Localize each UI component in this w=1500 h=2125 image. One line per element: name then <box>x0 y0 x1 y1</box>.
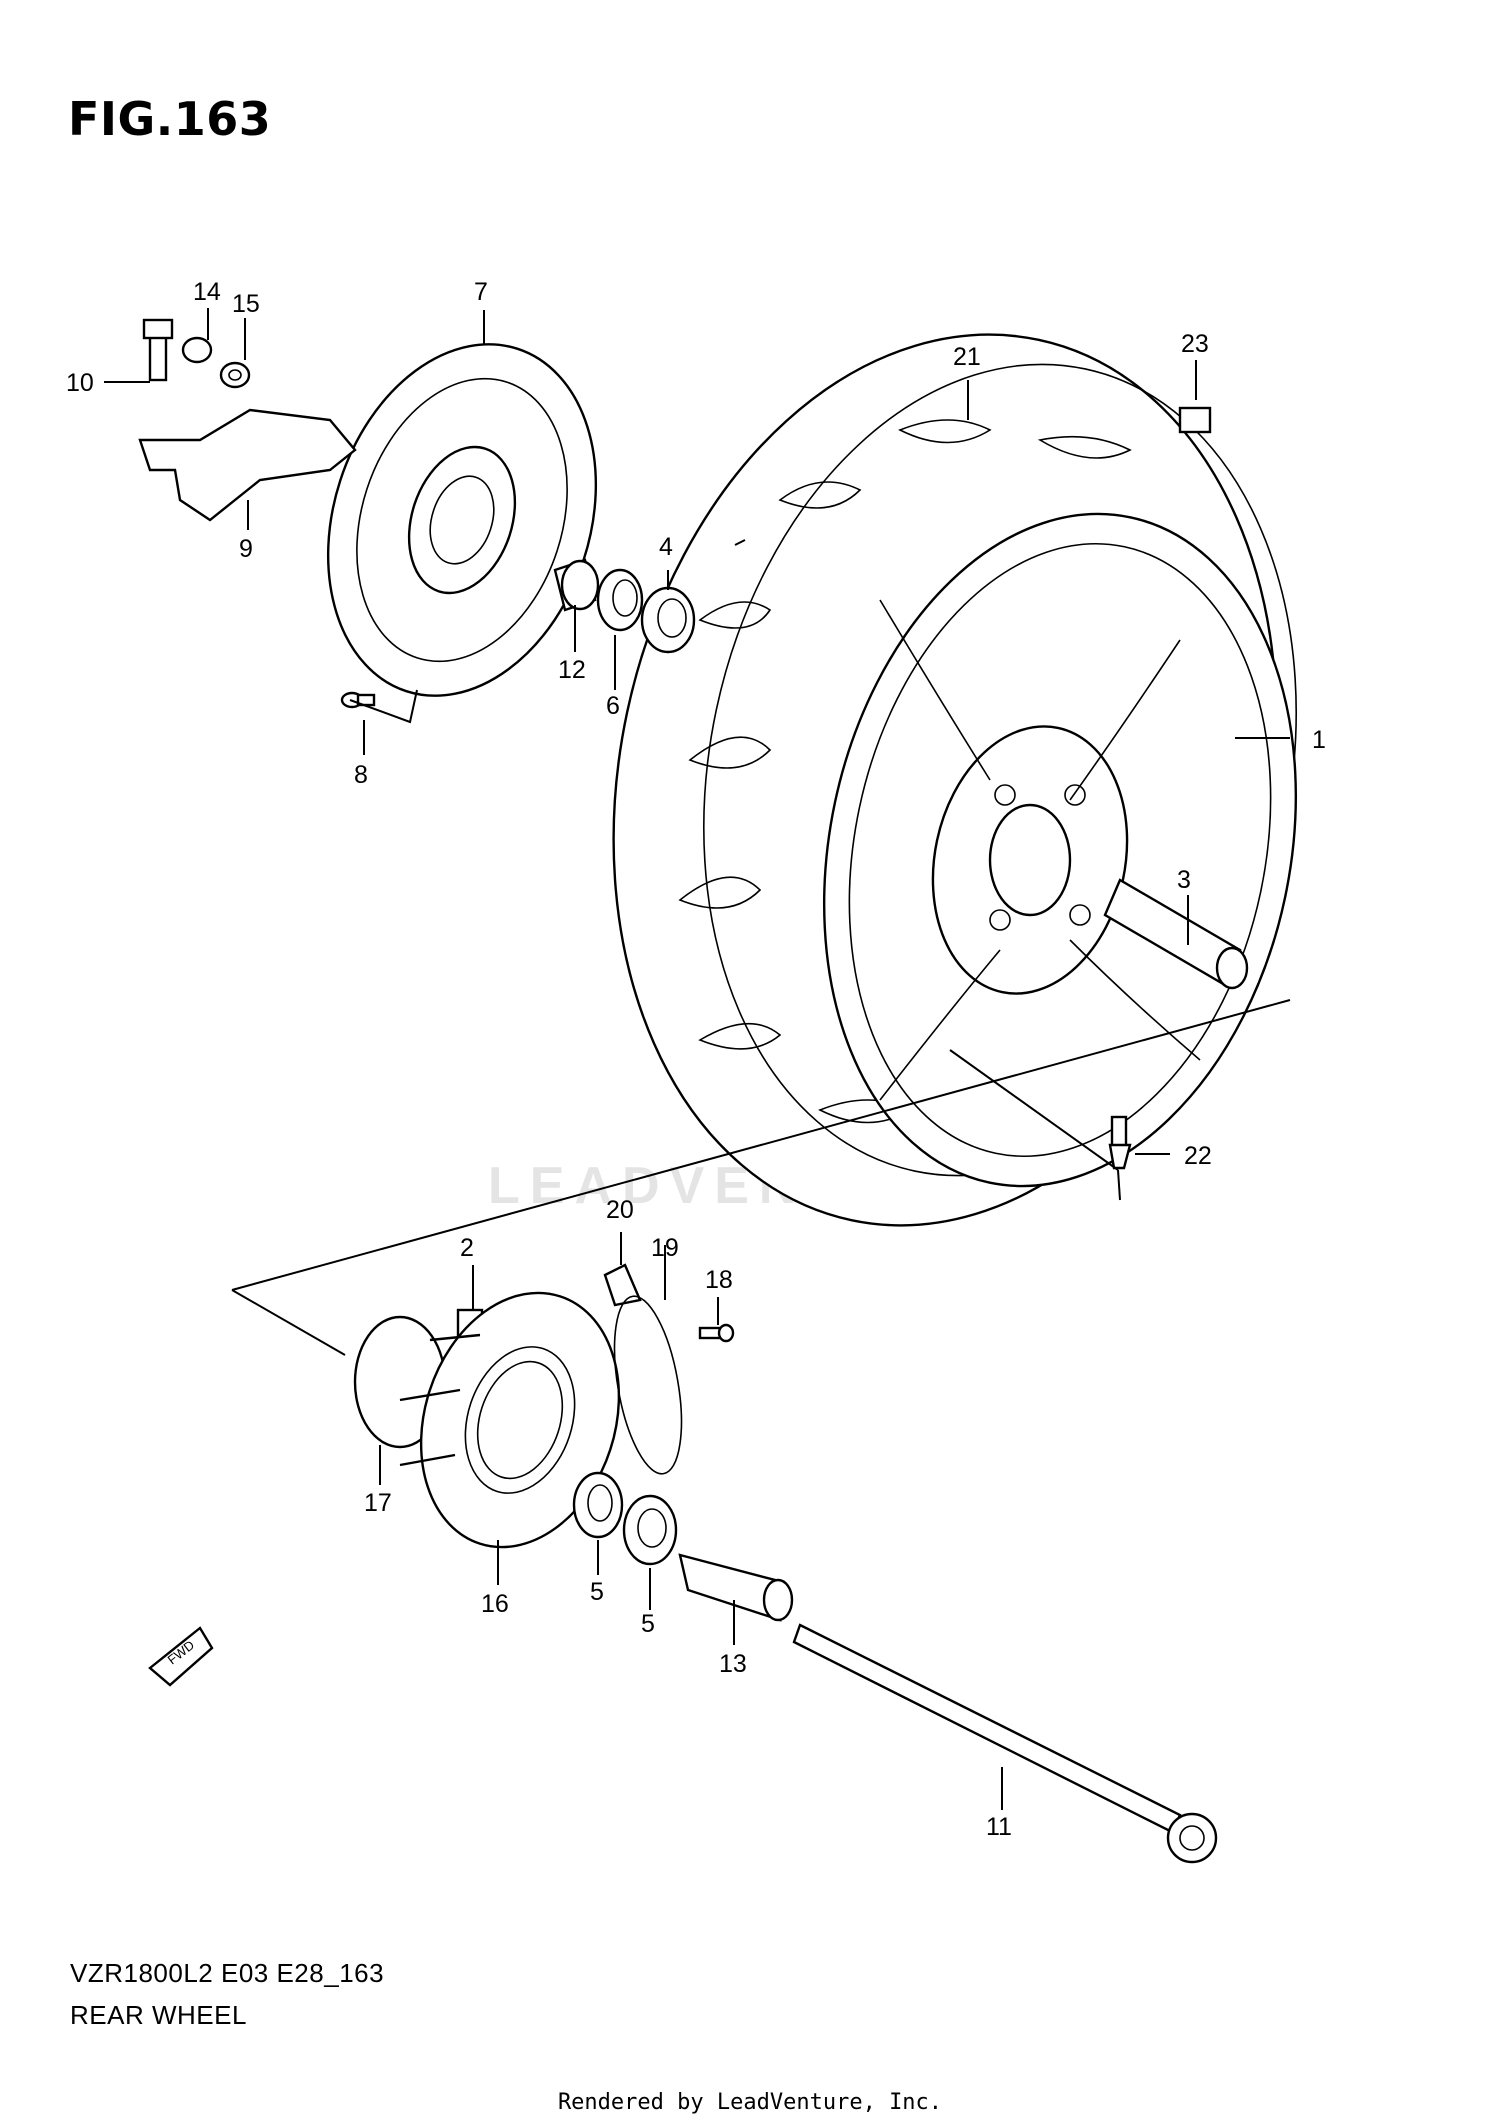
callout-23: 23 <box>1181 330 1209 358</box>
oil-seal-part-6[interactable] <box>596 568 644 632</box>
callout-leaders <box>104 308 1290 1810</box>
fwd-direction-arrow: FWD <box>148 1626 214 1687</box>
callout-12: 12 <box>558 656 586 684</box>
caliper-bracket-part-9[interactable] <box>138 408 357 522</box>
spacer-part-12[interactable] <box>553 558 600 612</box>
rear-wheel-part-1[interactable] <box>764 470 1355 1231</box>
callout-16: 16 <box>481 1590 509 1618</box>
callout-4: 4 <box>659 533 673 561</box>
stopper-plate-part-20[interactable] <box>603 1263 642 1307</box>
collar-part-3[interactable] <box>1103 878 1249 990</box>
bolt-part-10[interactable] <box>142 318 174 382</box>
diagram-caption: REAR WHEEL <box>70 2000 247 2030</box>
assembly-boundary-lines <box>231 539 1291 1356</box>
callout-15: 15 <box>232 290 260 318</box>
callout-8: 8 <box>354 761 368 789</box>
callout-14: 14 <box>193 278 221 306</box>
model-code: VZR1800L2 E03 E28_163 <box>70 1958 385 1988</box>
brake-disc-part-7[interactable] <box>285 309 640 730</box>
render-credit: Rendered by LeadVenture, Inc. <box>557 2090 943 2115</box>
callout-17: 17 <box>364 1489 392 1517</box>
figure-title: FIG.163 <box>68 92 272 146</box>
callout-3: 3 <box>1177 866 1191 894</box>
callout-7: 7 <box>474 278 488 306</box>
valve-part-22[interactable] <box>1108 1115 1132 1170</box>
callout-5-a: 5 <box>590 1578 604 1606</box>
nut-part-14[interactable] <box>181 336 213 364</box>
callout-9: 9 <box>239 535 253 563</box>
callout-22: 22 <box>1184 1142 1212 1170</box>
balancer-part-23[interactable] <box>1178 406 1212 434</box>
callout-5-b: 5 <box>641 1610 655 1638</box>
washer-part-15[interactable] <box>219 361 251 389</box>
axle-part-11[interactable] <box>792 1623 1218 1864</box>
callout-labels: 1 2 3 4 5 5 6 7 8 9 10 11 12 13 14 15 16… <box>66 278 1326 1841</box>
callout-10: 10 <box>66 369 94 397</box>
callout-20: 20 <box>606 1196 634 1224</box>
callout-18: 18 <box>705 1266 733 1294</box>
callout-11: 11 <box>986 1813 1012 1841</box>
bolt-part-8[interactable] <box>340 691 376 709</box>
callout-1: 1 <box>1312 726 1326 754</box>
circlip-part-19[interactable] <box>603 1291 693 1479</box>
callout-13: 13 <box>719 1650 747 1678</box>
bearing-part-5-b[interactable] <box>622 1494 678 1566</box>
driven-flange-part-16[interactable] <box>389 1267 650 1573</box>
callout-21: 21 <box>953 343 981 371</box>
spacer-part-13[interactable] <box>678 1553 794 1622</box>
bearing-part-5-a[interactable] <box>572 1471 624 1539</box>
bearing-part-4[interactable] <box>640 586 696 654</box>
callout-6: 6 <box>606 692 620 720</box>
bolt-part-18[interactable] <box>698 1323 735 1343</box>
callout-2: 2 <box>460 1234 474 1262</box>
callout-19: 19 <box>651 1234 679 1262</box>
